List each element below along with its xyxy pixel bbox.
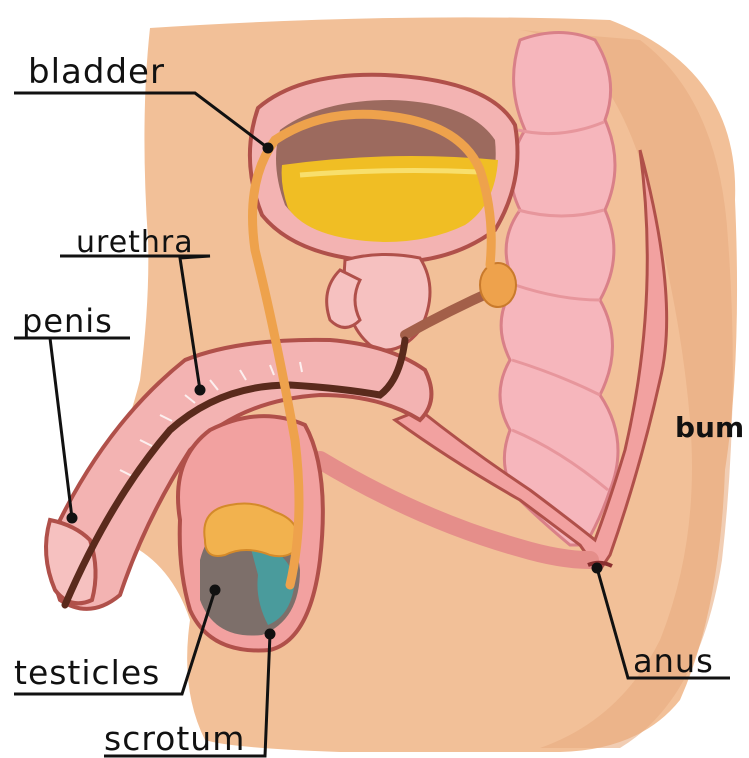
label-urethra: urethra [76,228,194,258]
penis-pointer-dot [68,514,76,522]
bladder-pointer-dot [264,144,272,152]
label-bladder: bladder [28,55,165,89]
anus-pointer-dot [593,564,601,572]
urethra-pointer-dot [196,386,204,394]
label-testicles: testicles [14,656,160,689]
colon [500,33,618,546]
label-penis: penis [22,305,113,337]
seminal-vesicle [327,270,360,328]
scrotum-pointer-dot [266,630,274,638]
label-anus: anus [633,645,714,677]
label-scrotum: scrotum [104,722,245,755]
seminal-gland [480,263,516,307]
label-bum: bum [675,414,744,442]
testicles-pointer-dot [211,586,219,594]
